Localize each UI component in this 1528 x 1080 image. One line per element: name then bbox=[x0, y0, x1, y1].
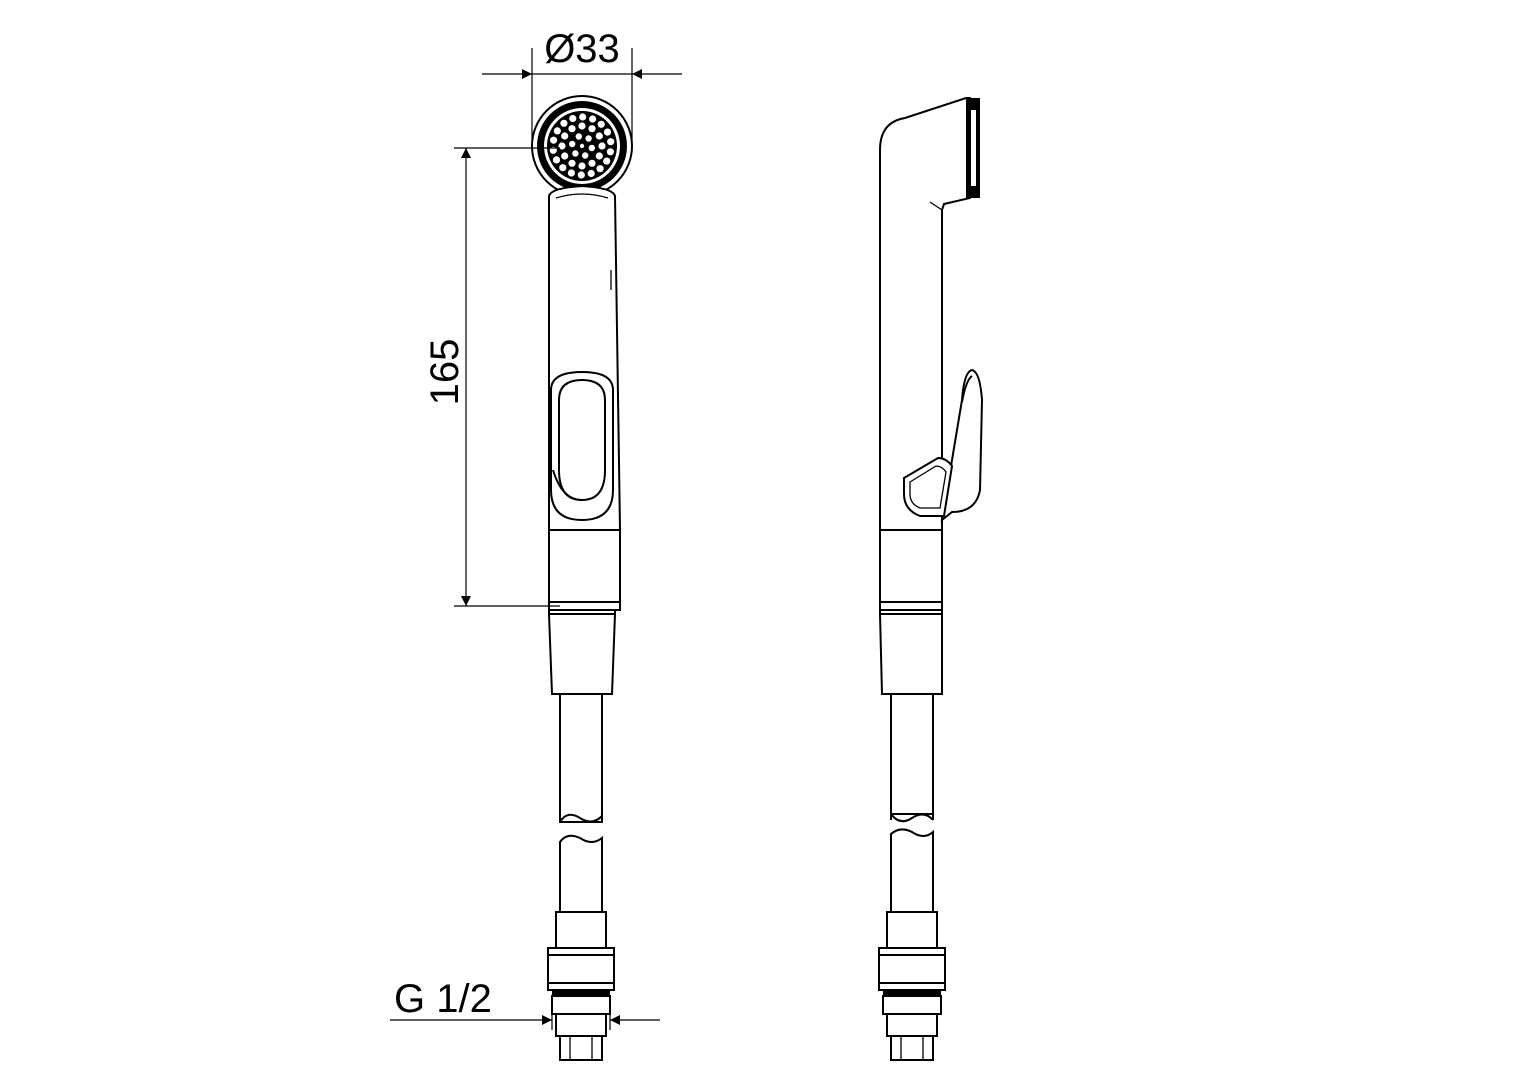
nozzle-hole bbox=[568, 159, 576, 167]
nozzle-hole bbox=[561, 132, 569, 140]
diameter-label: Ø33 bbox=[544, 27, 620, 71]
spray-head bbox=[531, 95, 633, 197]
nozzle-hole bbox=[588, 144, 595, 152]
nozzle-hole bbox=[603, 157, 611, 165]
nozzle-hole bbox=[606, 148, 615, 156]
side-body bbox=[879, 97, 980, 531]
nozzle-hole bbox=[579, 113, 587, 121]
nozzle-pattern bbox=[549, 113, 615, 179]
side-connector-nut bbox=[878, 947, 946, 1061]
nozzle-hole bbox=[585, 135, 592, 142]
connector-nut bbox=[547, 947, 615, 1061]
length-label: 165 bbox=[423, 339, 467, 406]
nozzle-hole bbox=[569, 140, 576, 148]
nozzle-hole bbox=[578, 122, 586, 130]
nozzle-hole bbox=[603, 128, 612, 136]
nozzle-hole bbox=[579, 143, 585, 149]
nozzle-hole bbox=[598, 142, 606, 150]
nozzle-hole bbox=[577, 171, 585, 179]
diameter-dimension: Ø33 bbox=[482, 27, 682, 140]
nozzle-hole bbox=[559, 164, 567, 172]
side-hose-lower bbox=[886, 828, 938, 949]
nozzle-hole bbox=[567, 169, 576, 177]
nozzle-hole bbox=[553, 127, 561, 135]
nozzle-hole bbox=[587, 169, 595, 178]
nozzle-hole bbox=[595, 152, 603, 160]
nozzle-hole bbox=[607, 138, 615, 146]
hose-upper bbox=[559, 693, 603, 823]
nozzle-hole bbox=[550, 136, 558, 144]
side-trigger bbox=[903, 368, 984, 523]
nozzle-hole bbox=[589, 115, 597, 123]
nozzle-hole bbox=[582, 152, 589, 159]
nozzle-hole bbox=[597, 120, 605, 128]
nozzle-hole bbox=[552, 156, 561, 164]
handle-body bbox=[548, 184, 622, 531]
nozzle-hole bbox=[558, 142, 566, 150]
thread-dimension: G 1/2 bbox=[390, 977, 660, 1030]
side-view bbox=[878, 97, 984, 1061]
nozzle-hole bbox=[568, 125, 576, 133]
nozzle-hole bbox=[595, 132, 603, 140]
nozzle-hole bbox=[575, 133, 582, 140]
thread-label: G 1/2 bbox=[394, 977, 492, 1021]
length-dimension: 165 bbox=[423, 147, 560, 607]
side-hose-upper bbox=[890, 693, 934, 823]
nozzle-hole bbox=[560, 119, 568, 127]
front-view bbox=[531, 95, 633, 1061]
nozzle-hole bbox=[569, 114, 577, 123]
nozzle-hole bbox=[561, 152, 569, 160]
nozzle-hole bbox=[588, 125, 596, 133]
nozzle-hole bbox=[578, 162, 586, 170]
handle-collar bbox=[547, 529, 621, 695]
nozzle-hole bbox=[572, 150, 579, 157]
side-collar bbox=[878, 529, 943, 695]
hose-lower bbox=[555, 834, 607, 949]
nozzle-hole bbox=[588, 159, 596, 167]
nozzle-hole bbox=[596, 165, 604, 173]
